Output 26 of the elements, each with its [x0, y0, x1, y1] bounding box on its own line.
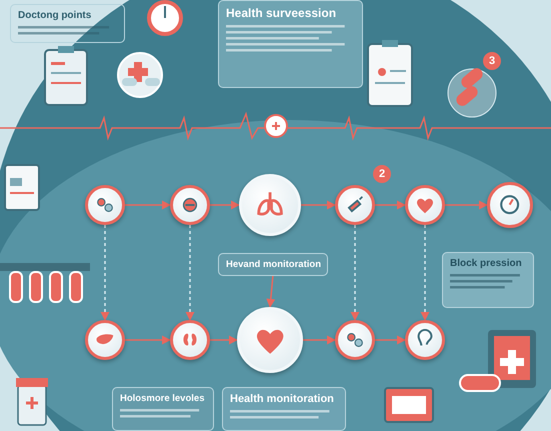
dashed-arrow: [186, 225, 194, 321]
info-panel: [442, 252, 534, 308]
panel-title: Doctong points: [18, 10, 92, 21]
arrow: [445, 200, 488, 210]
note-block: [10, 4, 125, 43]
panel-title: Health surveession: [226, 6, 338, 20]
panel-title: Block pression: [450, 258, 523, 269]
info-panel: [112, 387, 214, 431]
panel-title: Hevand monitoration: [226, 259, 320, 270]
panel-title: Health monitoration: [230, 393, 335, 405]
info-panel: [218, 253, 328, 276]
arrow: [375, 336, 406, 344]
panel-title: Holosmore levoles: [120, 393, 206, 404]
arrow: [210, 200, 240, 210]
info-panel: [218, 0, 363, 88]
arrow: [210, 336, 238, 344]
dashed-arrow: [350, 225, 360, 321]
arrow: [301, 200, 336, 210]
arrow: [303, 336, 336, 344]
arrow: [375, 200, 406, 210]
arrow: [125, 200, 171, 210]
dashed-arrow: [100, 225, 110, 321]
arrow: [125, 336, 171, 344]
arrow: [266, 274, 276, 308]
dashed-arrow: [420, 225, 430, 321]
info-panel: [222, 387, 346, 431]
